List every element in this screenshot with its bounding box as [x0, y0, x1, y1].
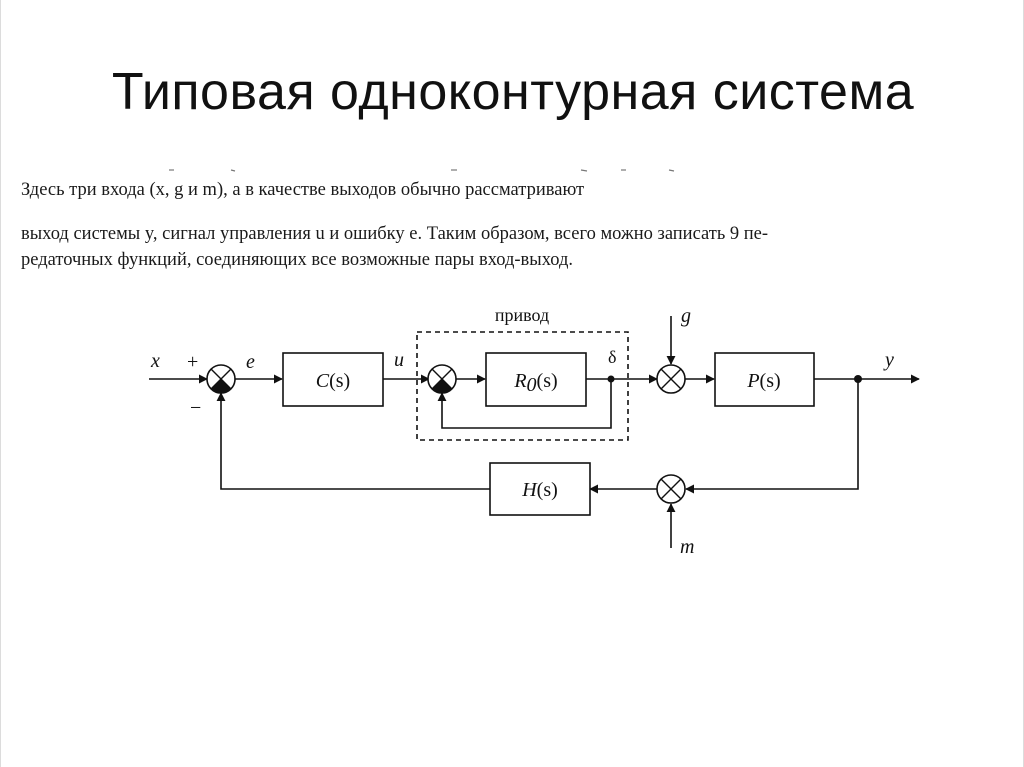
label-plus: + [187, 351, 198, 373]
wire-y-feedback [685, 379, 859, 494]
branch-point-delta [607, 375, 615, 383]
summing-junction-drive [427, 364, 457, 394]
label-minus: − [190, 397, 201, 419]
drive-dashed-frame [416, 331, 629, 441]
summing-junction-noise [656, 474, 686, 504]
text-line-3: редаточных функций, соединяющих все возм… [21, 250, 574, 270]
wire-drive-feedback [437, 379, 612, 429]
svg-text:R0(s): R0(s) [513, 370, 557, 396]
label-u: u [394, 349, 404, 371]
svg-text:P(s): P(s) [746, 370, 780, 392]
label-y: y [883, 349, 894, 371]
label-m: m [680, 536, 694, 558]
summing-junction-disturbance [656, 364, 686, 394]
label-g: g [681, 305, 691, 327]
scan-remnant-marks [169, 169, 675, 172]
plant-block: P(s) [714, 352, 815, 407]
text-line-1: Здесь три входа (x, g и m), а в качестве… [21, 180, 585, 200]
label-e: e [246, 351, 255, 373]
label-delta: δ [608, 347, 616, 367]
slide-title: Типовая одноконтурная система [111, 63, 915, 121]
svg-text:C(s): C(s) [316, 370, 350, 392]
text-line-2: выход системы y, сигнал управления u и о… [21, 224, 769, 244]
label-drive: привод [495, 305, 549, 325]
svg-text:H(s): H(s) [521, 479, 558, 501]
sensor-block: H(s) [489, 462, 591, 516]
summing-junction-main [206, 364, 236, 394]
branch-point-y [854, 375, 862, 383]
drive-block: R0(s) [485, 352, 587, 407]
wire-sensor-feedback [216, 392, 490, 490]
controller-block: C(s) [282, 352, 384, 407]
label-x: x [150, 350, 160, 372]
